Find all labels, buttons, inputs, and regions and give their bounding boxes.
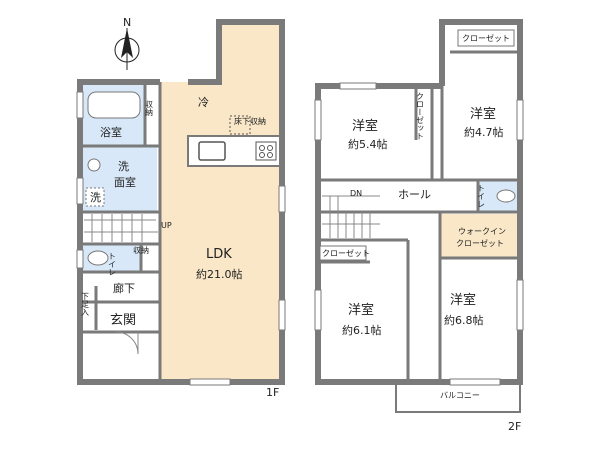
room-c-size: 約6.1帖 xyxy=(342,323,382,337)
stove-icon xyxy=(255,141,277,161)
stairs-down-label: DN xyxy=(350,189,362,198)
entrance-door xyxy=(115,331,139,355)
stairs-up-label: UP xyxy=(161,221,172,230)
underfloor-storage xyxy=(229,115,251,135)
toilet-icon xyxy=(87,250,109,266)
entrance-label: 玄関 xyxy=(110,313,136,328)
toilet2-label: トイレ xyxy=(477,184,486,208)
bath-label: 浴室 xyxy=(100,125,122,139)
wic-label-2: クローゼット xyxy=(456,238,504,248)
ldk-size: 約21.0帖 xyxy=(196,267,243,281)
floor-1 xyxy=(76,19,286,386)
washer-icon xyxy=(85,187,105,207)
stairs-1f xyxy=(84,214,158,242)
floor-2 xyxy=(314,19,524,413)
balcony-rail xyxy=(395,382,521,413)
underfloor-label: 床下収納 xyxy=(234,116,266,126)
room-c-name: 洋室 xyxy=(348,302,374,318)
balcony-label: バルコニー xyxy=(440,391,480,400)
sink-icon xyxy=(198,141,226,161)
storage2-label: 収納 xyxy=(133,245,149,255)
wic-floor xyxy=(440,214,518,258)
closet-small-box xyxy=(319,245,367,261)
north-arrow-icon xyxy=(114,28,140,70)
room-b-size: 約4.7帖 xyxy=(464,125,504,139)
toilet1-label: トイレ xyxy=(108,252,117,276)
room-b-name: 洋室 xyxy=(470,106,496,122)
hallway-label: 廊下 xyxy=(113,281,135,295)
ldk-name: LDK xyxy=(206,247,232,262)
wic-label-1: ウォークイン xyxy=(458,227,506,236)
north-label: N xyxy=(123,16,131,29)
hall-label: ホール xyxy=(398,188,431,201)
room-a-name: 洋室 xyxy=(352,118,378,134)
room-d-name: 洋室 xyxy=(450,292,476,308)
closet-top-box xyxy=(457,29,515,47)
basin-icon xyxy=(87,158,101,172)
closet-vertical-label: クローゼット xyxy=(416,92,425,140)
room-a-size: 約5.4帖 xyxy=(348,137,388,151)
closet-small-label: クローゼット xyxy=(322,248,370,258)
stairs-2f xyxy=(322,195,380,238)
washroom-label-1: 洗 xyxy=(118,160,129,173)
room-d-size: 約6.8帖 xyxy=(444,313,484,327)
floor2-label: 2F xyxy=(508,420,521,433)
kitchen-counter xyxy=(187,135,281,167)
washer-label: 洗 xyxy=(90,191,101,204)
toilet2-icon xyxy=(496,189,516,203)
ldk-floor xyxy=(160,22,282,382)
bathtub-icon xyxy=(87,91,141,119)
closet-top-label: クローゼット xyxy=(462,33,510,43)
fridge-label: 冷 xyxy=(198,96,209,109)
washroom-label-2: 面室 xyxy=(114,175,136,189)
storage1-label: 収納 xyxy=(145,99,154,117)
floor1-label: 1F xyxy=(266,386,279,399)
shoebox-label: 下足入 xyxy=(81,292,90,316)
